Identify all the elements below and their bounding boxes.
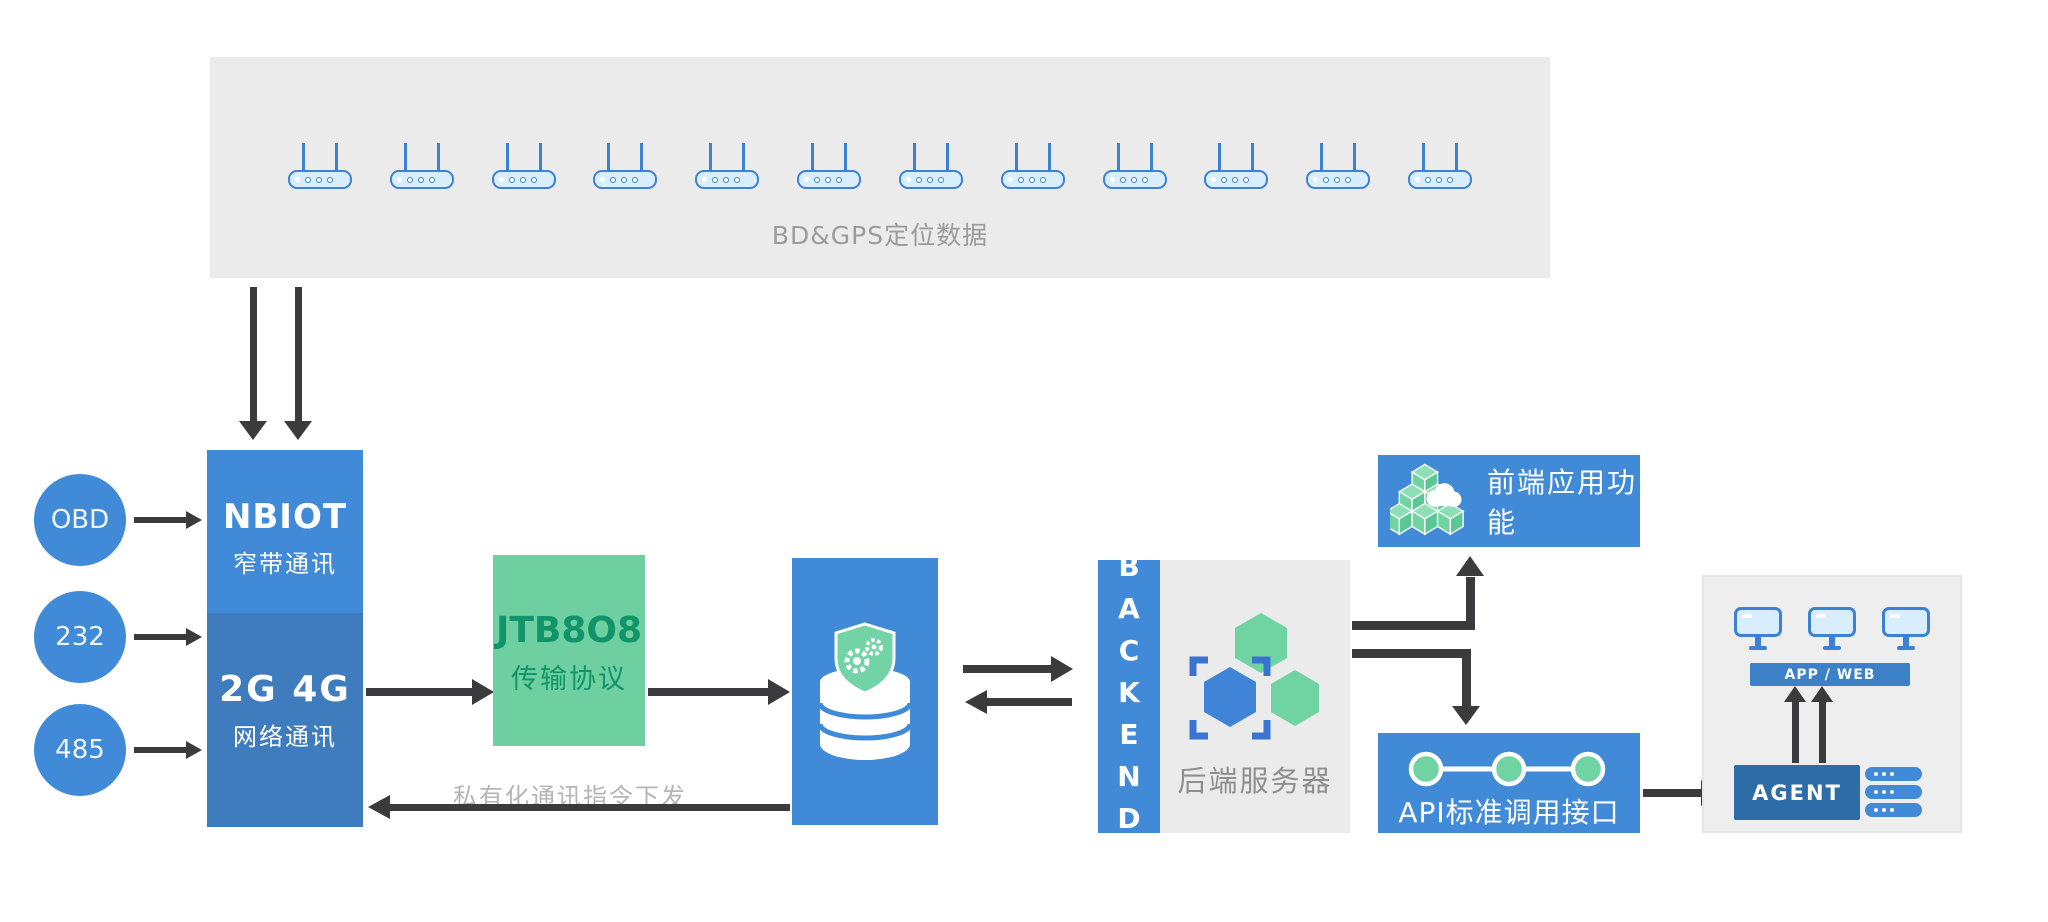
arrow-backend-to-storage — [987, 698, 1072, 706]
arrow-backend-to-api-head — [1452, 706, 1480, 725]
router-icon — [491, 143, 556, 189]
arrow-downlink-head — [368, 795, 390, 819]
arrow-gps-to-gateway-1 — [250, 287, 257, 421]
backend-panel: 后端服务器 — [1160, 560, 1350, 833]
cellular-subtitle: 网络通讯 — [233, 723, 337, 751]
arrow-gateway-to-protocol-head — [472, 679, 494, 705]
arrow-232-to-gateway — [134, 634, 186, 640]
gps-data-panel: BD&GPS定位数据 — [210, 57, 1550, 278]
input-232-label: 232 — [55, 622, 105, 652]
timeline-nodes-icon — [1408, 751, 1606, 787]
input-obd-label: OBD — [50, 505, 110, 535]
input-485: 485 — [34, 704, 126, 796]
api-box: API标准调用接口 — [1378, 733, 1640, 833]
arrow-232-to-gateway-head — [186, 628, 202, 646]
arrow-protocol-to-storage — [648, 688, 768, 696]
server-stack-icon — [1865, 785, 1922, 799]
agent-box: AGENT — [1734, 765, 1860, 820]
cellular-title: 2G 4G — [219, 669, 351, 710]
gateway-cellular-section: 2G 4G 网络通讯 — [207, 613, 363, 827]
arrow-obd-to-gateway-head — [186, 511, 202, 529]
backend-server-label: 后端服务器 — [1177, 764, 1333, 798]
router-icon — [593, 143, 658, 189]
arrow-storage-to-backend — [963, 665, 1051, 673]
arrow-protocol-to-storage-head — [768, 679, 790, 705]
secure-database-icon — [817, 622, 913, 760]
nbiot-subtitle: 窄带通讯 — [233, 550, 337, 578]
protocol-subtitle: 传输协议 — [511, 664, 627, 695]
router-icon — [695, 143, 760, 189]
router-icon — [1000, 143, 1065, 189]
gps-data-label: BD&GPS定位数据 — [771, 221, 989, 250]
backend-side-label: BACKEND — [1112, 549, 1146, 844]
arrow-agent-to-appweb-1-head — [1784, 686, 1806, 702]
arrow-storage-to-backend-head — [1051, 656, 1073, 682]
router-icon — [1306, 143, 1371, 189]
server-stack-icon — [1865, 803, 1922, 817]
storage-box — [792, 558, 938, 825]
arrow-agent-to-appweb-2-head — [1811, 686, 1833, 702]
arrow-backend-to-api-h — [1352, 649, 1464, 658]
app-web-bar: APP / WEB — [1750, 663, 1910, 686]
protocol-title: JTB8O8 — [495, 610, 643, 651]
arrow-backend-to-storage-head — [965, 690, 987, 714]
router-icon — [288, 143, 352, 189]
arrow-gps-to-gateway-2 — [295, 287, 302, 421]
router-icon — [797, 143, 862, 189]
gateway-box: NBIOT 窄带通讯 2G 4G 网络通讯 — [207, 450, 363, 827]
arrow-backend-to-frontend-v — [1466, 577, 1475, 630]
arrow-backend-to-api-v — [1462, 649, 1471, 706]
input-485-label: 485 — [55, 735, 105, 765]
arrow-api-to-client — [1643, 789, 1701, 797]
arrow-gateway-to-protocol — [366, 688, 472, 696]
frontend-box: 前端应用功能 — [1378, 455, 1640, 547]
arrow-485-to-gateway — [134, 747, 186, 753]
arrow-agent-to-appweb-1 — [1792, 702, 1799, 763]
frontend-label: 前端应用功能 — [1487, 466, 1638, 539]
router-icon — [1102, 143, 1167, 189]
monitor-icon — [1882, 607, 1930, 655]
router-icon — [1204, 143, 1269, 189]
arrow-backend-to-frontend-h — [1352, 621, 1472, 630]
router-icon — [1407, 143, 1472, 189]
router-icon — [389, 143, 454, 189]
hexagon-cluster-icon — [1189, 613, 1319, 740]
input-obd: OBD — [34, 474, 126, 566]
monitor-row — [1704, 607, 1960, 655]
api-label: API标准调用接口 — [1398, 796, 1620, 829]
monitor-icon — [1734, 607, 1782, 655]
router-row — [210, 143, 1550, 189]
arrow-downlink — [390, 804, 790, 811]
arrow-backend-to-frontend-head — [1456, 556, 1484, 576]
arrow-agent-to-appweb-2 — [1819, 702, 1826, 763]
cubes-cloud-icon — [1390, 463, 1465, 536]
arrow-obd-to-gateway — [134, 517, 186, 523]
arrow-485-to-gateway-head — [186, 741, 202, 759]
monitor-icon — [1808, 607, 1856, 655]
arrow-gps-to-gateway-1-head — [239, 421, 267, 440]
backend-side-bar: BACKEND — [1098, 550, 1160, 844]
protocol-box: JTB8O8 传输协议 — [493, 555, 645, 746]
input-232: 232 — [34, 591, 126, 683]
router-icon — [898, 143, 963, 189]
app-web-label: APP / WEB — [1784, 666, 1876, 683]
client-panel: APP / WEB AGENT — [1702, 575, 1962, 833]
arrow-gps-to-gateway-2-head — [284, 421, 312, 440]
gateway-nbiot-section: NBIOT 窄带通讯 — [207, 450, 363, 613]
agent-label: AGENT — [1752, 780, 1842, 805]
nbiot-title: NBIOT — [222, 497, 348, 537]
server-stack-icon — [1865, 767, 1922, 781]
